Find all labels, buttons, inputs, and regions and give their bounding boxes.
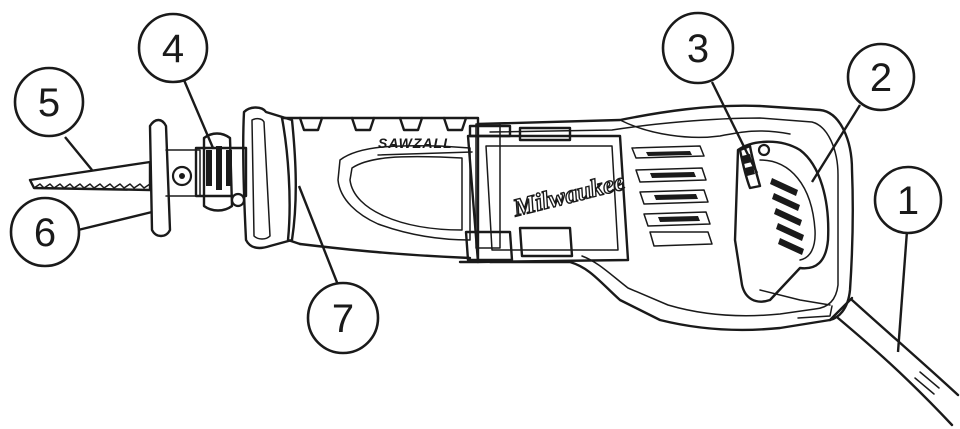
callout-6: 6 (9, 196, 81, 268)
callout-1: 1 (873, 165, 943, 235)
callout-1-number: 1 (897, 179, 919, 223)
motor-housing (476, 104, 855, 332)
trigger (738, 143, 771, 190)
leader-3 (710, 81, 759, 174)
power-cord (828, 296, 960, 427)
front-shoe-guard (241, 106, 297, 250)
callout-2: 2 (846, 42, 916, 112)
vent-slots (631, 145, 713, 247)
blade-clamp (194, 132, 248, 212)
leader-5 (64, 136, 93, 171)
gear-housing: SAWZALL (280, 116, 480, 264)
callout-7: 7 (306, 281, 380, 355)
leader-1 (896, 230, 909, 353)
callout-7-number: 7 (332, 297, 354, 341)
callout-4: 4 (137, 12, 209, 84)
leader-2 (810, 104, 862, 183)
callout-4-number: 4 (162, 27, 184, 71)
saw-blade (28, 160, 152, 192)
callout-3: 3 (661, 11, 735, 85)
logo-panel: Milwaukee (464, 123, 630, 264)
leader-4 (179, 72, 215, 149)
grip-ribs (770, 178, 804, 255)
leader-lines (64, 72, 909, 353)
leader-6 (77, 210, 153, 232)
callout-5-number: 5 (38, 81, 60, 125)
leader-7 (297, 185, 342, 291)
callout-6-number: 6 (34, 211, 56, 255)
model-label: SAWZALL (378, 135, 453, 151)
shoe-plate (148, 118, 201, 238)
callout-5: 5 (13, 66, 85, 138)
brand-logo: Milwaukee (510, 168, 628, 222)
callout-3-number: 3 (687, 27, 709, 71)
callout-2-number: 2 (870, 56, 892, 100)
